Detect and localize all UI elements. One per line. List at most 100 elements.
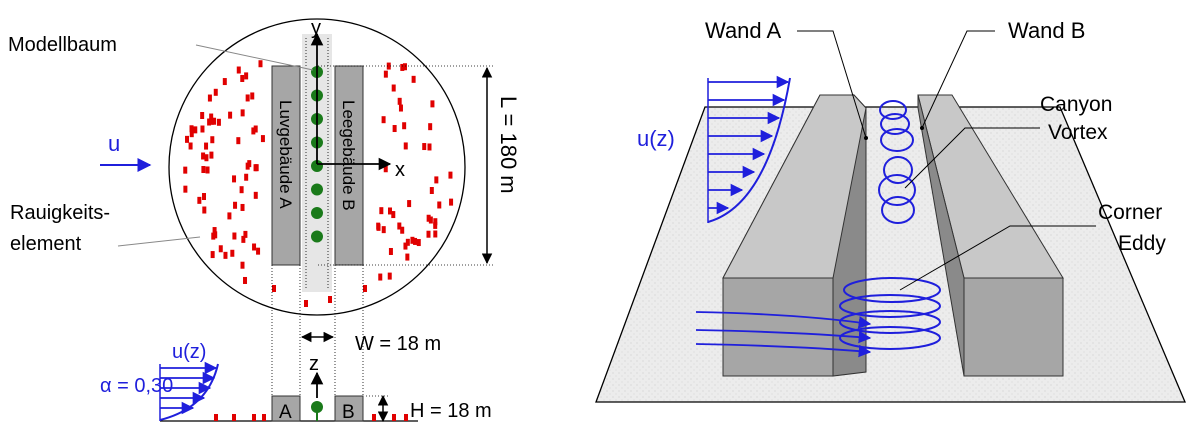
model-tree <box>311 230 323 243</box>
roughness-element <box>250 92 255 100</box>
roughness-element <box>240 261 245 269</box>
roughness-element <box>183 185 188 193</box>
roughness-element <box>449 198 454 206</box>
building-b-front <box>963 277 1064 377</box>
canyon-vortex <box>878 100 916 224</box>
roughness-element <box>204 142 209 150</box>
roughness-element <box>241 235 246 243</box>
model-tree <box>311 183 323 196</box>
roughness-element <box>363 285 367 292</box>
roughness-element <box>405 238 410 246</box>
roughness-element <box>372 414 376 421</box>
roughness-element <box>433 218 438 226</box>
roughness-element <box>245 162 250 170</box>
roughness-element <box>448 171 453 179</box>
building-a-elevation <box>271 395 301 422</box>
rauigkeit-label-2: element <box>10 233 82 255</box>
lee-building-label: Leegebäude B <box>339 100 358 211</box>
roughness-element <box>201 152 206 160</box>
roughness-element <box>426 230 431 238</box>
alpha-label: α = 0,30 <box>100 375 173 397</box>
roughness-element <box>216 118 221 126</box>
roughness-element <box>253 191 258 199</box>
roughness-element <box>230 249 235 257</box>
roughness-element <box>388 207 393 215</box>
roughness-element <box>232 232 237 240</box>
roughness-element <box>214 414 218 421</box>
roughness-element <box>200 125 205 133</box>
roughness-element <box>232 175 237 183</box>
roughness-element <box>202 206 207 214</box>
roughness-element <box>240 203 245 211</box>
roughness-elements <box>183 44 454 307</box>
roughness-element <box>422 143 427 151</box>
model-tree <box>311 207 323 219</box>
roughness-element <box>244 72 249 80</box>
roughness-element <box>397 222 402 230</box>
roughness-element <box>433 230 438 238</box>
building-b-label: B <box>342 402 355 423</box>
elevation-view: A B z H = 18 m u(z) α = 0,30 <box>100 341 492 423</box>
tree-elevation <box>311 401 323 413</box>
length-label: L = 180 m <box>496 96 521 194</box>
roughness-element <box>383 165 388 173</box>
profile-arrows-right <box>708 75 790 215</box>
roughness-element <box>407 200 412 208</box>
roughness-element <box>392 414 396 421</box>
roughness-element <box>209 117 214 125</box>
corner-eddy-label-1: Corner <box>1098 201 1162 224</box>
roughness-element <box>426 214 431 222</box>
roughness-element <box>183 166 188 174</box>
roughness-element <box>398 104 403 112</box>
roughness-element <box>253 164 258 172</box>
roughness-element <box>218 245 223 253</box>
wand-b-label: Wand B <box>1008 18 1085 43</box>
roughness-element <box>233 201 238 209</box>
roughness-element <box>188 142 193 150</box>
roughness-element <box>201 166 206 174</box>
roughness-element <box>405 253 410 261</box>
roughness-element <box>427 143 432 151</box>
roughness-element <box>376 222 381 230</box>
roughness-element <box>410 236 415 244</box>
roughness-element <box>256 247 261 255</box>
z-axis-label: z <box>309 353 319 375</box>
roughness-element <box>209 151 214 159</box>
eddy-inflow-arrow <box>695 329 872 344</box>
wand-a-label: Wand A <box>705 18 782 43</box>
x-axis-label: x <box>395 159 405 181</box>
roughness-element <box>222 78 227 86</box>
building-a-label: A <box>279 402 292 423</box>
roughness-element <box>197 196 202 204</box>
roughness-element <box>413 237 418 245</box>
corner-eddy-label-2: Eddy <box>1118 232 1166 255</box>
building-b-elevation <box>334 395 364 422</box>
roughness-element <box>236 137 241 145</box>
roughness-element <box>239 186 244 194</box>
corner-eddy <box>839 277 941 350</box>
rauigkeit-label-1: Rauigkeits- <box>10 202 110 224</box>
roughness-element <box>240 74 245 82</box>
uz-label-right: u(z) <box>637 126 675 151</box>
roughness-element <box>403 142 408 150</box>
roughness-element <box>189 125 194 133</box>
roughness-element <box>209 113 214 121</box>
roughness-element <box>430 100 435 108</box>
roughness-element <box>388 247 393 255</box>
model-tree <box>311 160 323 172</box>
roughness-element <box>213 231 218 239</box>
roughness-element <box>193 126 198 134</box>
roughness-element <box>236 66 241 74</box>
roughness-element <box>403 242 408 250</box>
height-label: H = 18 m <box>410 400 492 422</box>
roughness-element <box>433 221 438 229</box>
roughness-element <box>258 60 263 68</box>
roughness-element <box>185 135 190 143</box>
roughness-element <box>397 97 402 105</box>
roughness-element <box>253 125 258 133</box>
canyon-vortex-label-2: Vortex <box>1048 121 1108 144</box>
roughness-element <box>381 226 386 234</box>
eddy-inflow-arrow <box>695 311 872 329</box>
luv-building-label: Luvgebäude A <box>276 100 295 209</box>
